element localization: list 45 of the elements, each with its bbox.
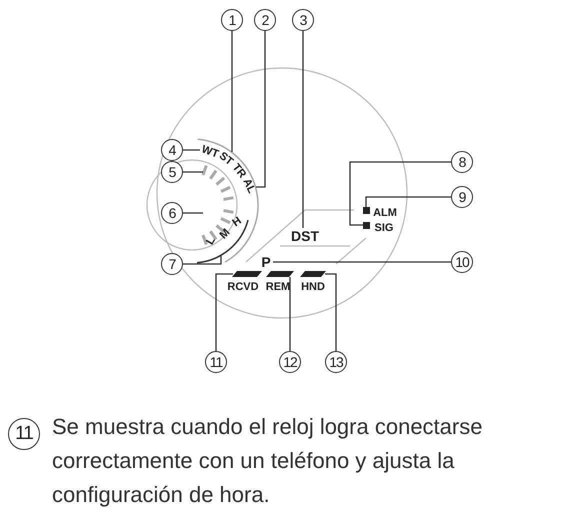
indicator-mark <box>363 222 370 229</box>
description-text: Se muestra cuando el reloj logra conectarse correctamente con un teléfono y ajusta la configuración de hora. <box>52 413 484 509</box>
indicator-label: H <box>230 214 244 230</box>
leader-line <box>183 256 222 265</box>
indicator-label: DST <box>291 230 319 242</box>
indicator-label: L <box>204 235 218 247</box>
leader-line <box>215 273 233 351</box>
callout-number: 10 <box>451 251 473 273</box>
callout-number: 5 <box>161 161 183 183</box>
indicator-bar <box>266 271 294 277</box>
leader-line <box>273 261 451 263</box>
indicator-label: HND <box>301 281 325 293</box>
indicator-bar <box>232 271 262 277</box>
dial-arc <box>198 138 259 263</box>
leader-line <box>256 31 266 188</box>
indicator-label: RCVD <box>227 281 259 293</box>
leader-line <box>183 171 203 173</box>
indicator-label: WT <box>200 143 220 161</box>
indicator-label: M <box>218 226 232 242</box>
callout-number: 6 <box>161 202 183 224</box>
leader-line <box>365 196 451 207</box>
callout-number: 8 <box>451 151 473 173</box>
indicator-label: ALM <box>373 207 397 219</box>
callout-number: 7 <box>161 253 183 275</box>
leader-line <box>183 149 200 151</box>
leader-line <box>183 212 203 214</box>
leader-line <box>302 31 304 228</box>
callout-number: 11 <box>205 351 227 373</box>
indicator-label: REM <box>266 281 290 293</box>
leader-line <box>349 161 451 226</box>
callout-number: 1 <box>221 9 243 31</box>
callout-number: 2 <box>254 9 276 31</box>
leader-line <box>289 277 291 351</box>
indicator-mark <box>363 207 370 214</box>
leader-line <box>325 273 337 351</box>
callout-number: 12 <box>279 351 301 373</box>
callout-number: 9 <box>451 186 473 208</box>
leader-line <box>231 31 233 152</box>
callout-number: 4 <box>161 139 183 161</box>
callout-number: 3 <box>292 9 314 31</box>
indicator-label: P <box>261 256 271 268</box>
callout-number: 11 <box>8 418 40 450</box>
callout-number: 13 <box>325 351 347 373</box>
indicator-label: SIG <box>374 222 394 234</box>
indicator-bar <box>300 271 326 277</box>
